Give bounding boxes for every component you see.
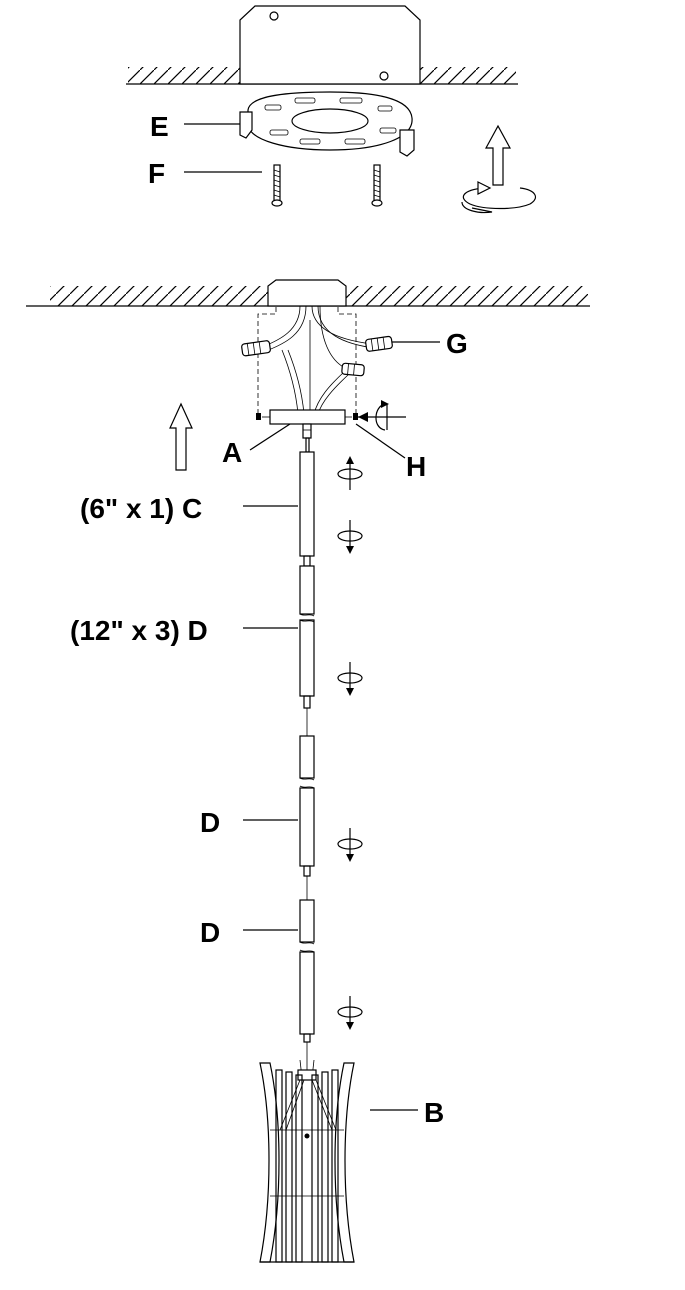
crossbar-A xyxy=(256,409,358,439)
label-A: A xyxy=(222,437,242,468)
twist-icon xyxy=(337,828,363,862)
twist-icon xyxy=(337,996,363,1030)
label-E: E xyxy=(150,111,169,142)
ceiling-box xyxy=(267,279,347,307)
canopy-outline xyxy=(257,306,357,414)
label-D-1: (12" x 3) D xyxy=(70,615,208,646)
up-arrow-icon xyxy=(484,124,512,186)
label-D-3: D xyxy=(200,917,220,948)
label-G: G xyxy=(446,328,468,359)
twist-icon xyxy=(337,520,363,554)
pendant-fixture-B xyxy=(259,1059,355,1263)
rod-C xyxy=(299,451,315,557)
downrod-stack xyxy=(299,437,315,1070)
label-H: H xyxy=(406,451,426,482)
rod-D1-top xyxy=(299,565,315,615)
label-D-2: D xyxy=(200,807,220,838)
rotate-arrow-icon xyxy=(461,181,537,214)
label-B: B xyxy=(424,1097,444,1128)
up-arrow-icon xyxy=(169,402,193,471)
ceiling-top xyxy=(126,67,518,85)
ceiling-install xyxy=(26,286,590,307)
wire-nuts-G xyxy=(241,335,393,377)
mounting-screws-F xyxy=(271,164,383,207)
twist-icon xyxy=(337,662,363,696)
mounting-plate-E xyxy=(239,91,415,157)
twist-icon xyxy=(337,456,363,490)
label-F: F xyxy=(148,158,165,189)
junction-box xyxy=(239,5,421,85)
screw-rotate-icon xyxy=(358,400,406,431)
label-C: (6" x 1) C xyxy=(80,493,202,524)
wires xyxy=(261,305,375,415)
